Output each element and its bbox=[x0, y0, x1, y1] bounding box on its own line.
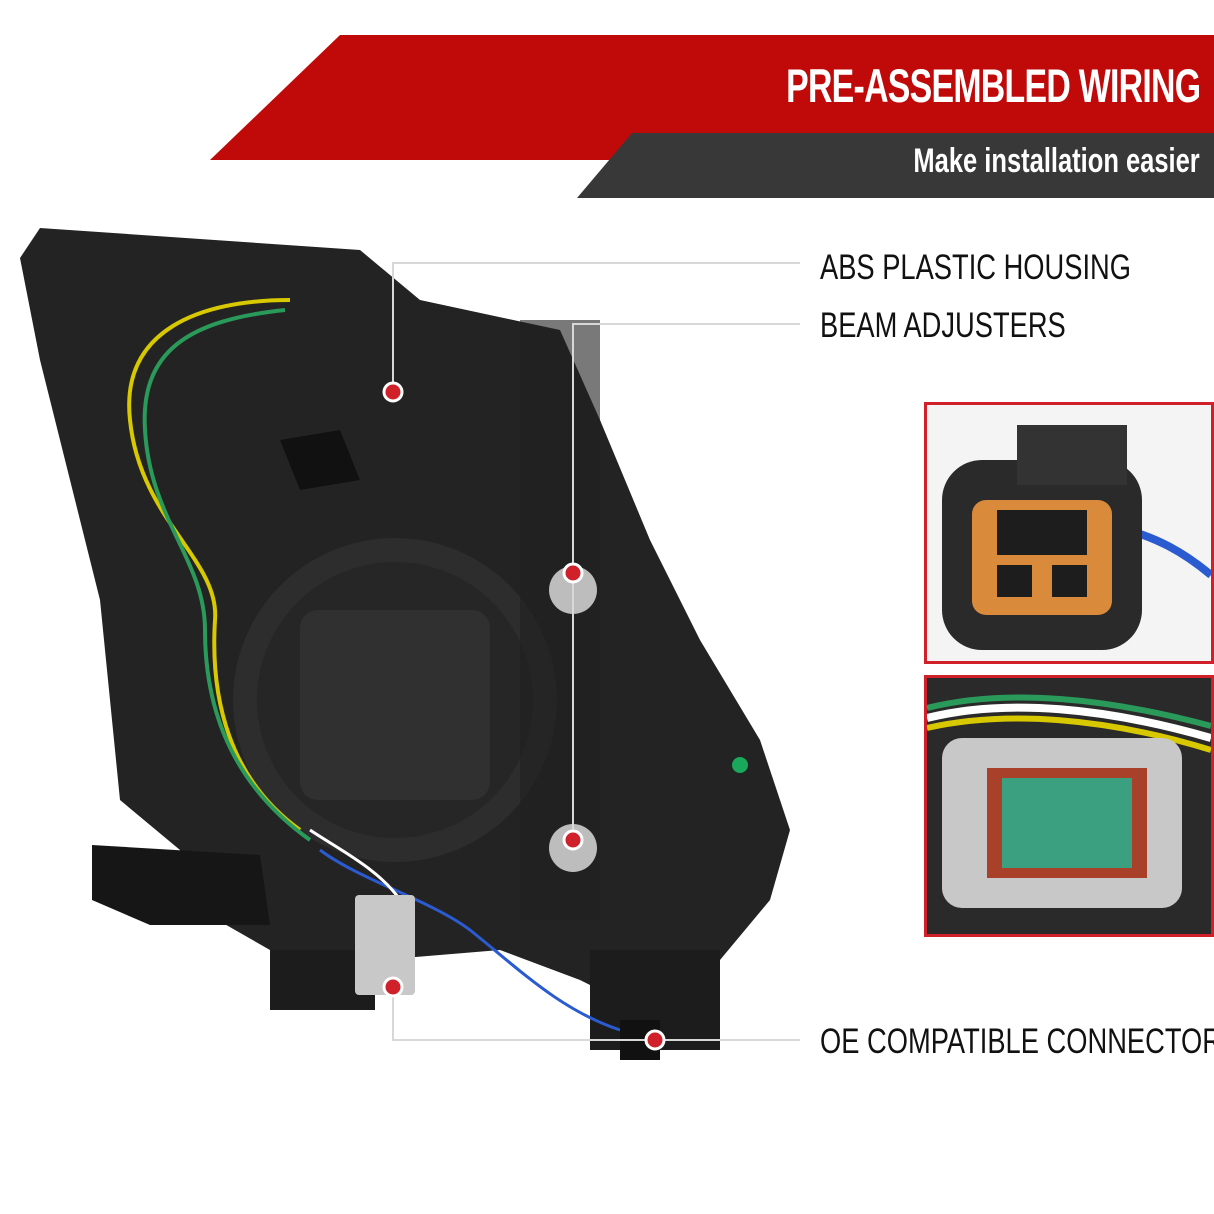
connector-2pin-image bbox=[927, 405, 1211, 661]
callout-beam-adjusters: BEAM ADJUSTERS bbox=[820, 306, 1066, 345]
callout-connectors: OE COMPATIBLE CONNECTORS bbox=[820, 1022, 1214, 1061]
banner-dark bbox=[577, 133, 1214, 198]
headlight-illustration bbox=[20, 228, 790, 1060]
connector-inset-8pin bbox=[924, 675, 1214, 937]
marker-connector-main bbox=[382, 976, 404, 998]
marker-adjuster-bottom bbox=[562, 829, 584, 851]
marker-adjuster-top bbox=[562, 562, 584, 584]
banner-subtitle: Make installation easier bbox=[913, 142, 1200, 180]
connector-8pin-image bbox=[927, 678, 1211, 934]
connector-inset-2pin bbox=[924, 402, 1214, 664]
marker-housing bbox=[382, 381, 404, 403]
banner-title: PRE-ASSEMBLED WIRING bbox=[785, 59, 1201, 112]
banner-red bbox=[210, 35, 1214, 160]
marker-connector-small bbox=[644, 1029, 666, 1051]
callout-housing: ABS PLASTIC HOUSING bbox=[820, 248, 1132, 287]
